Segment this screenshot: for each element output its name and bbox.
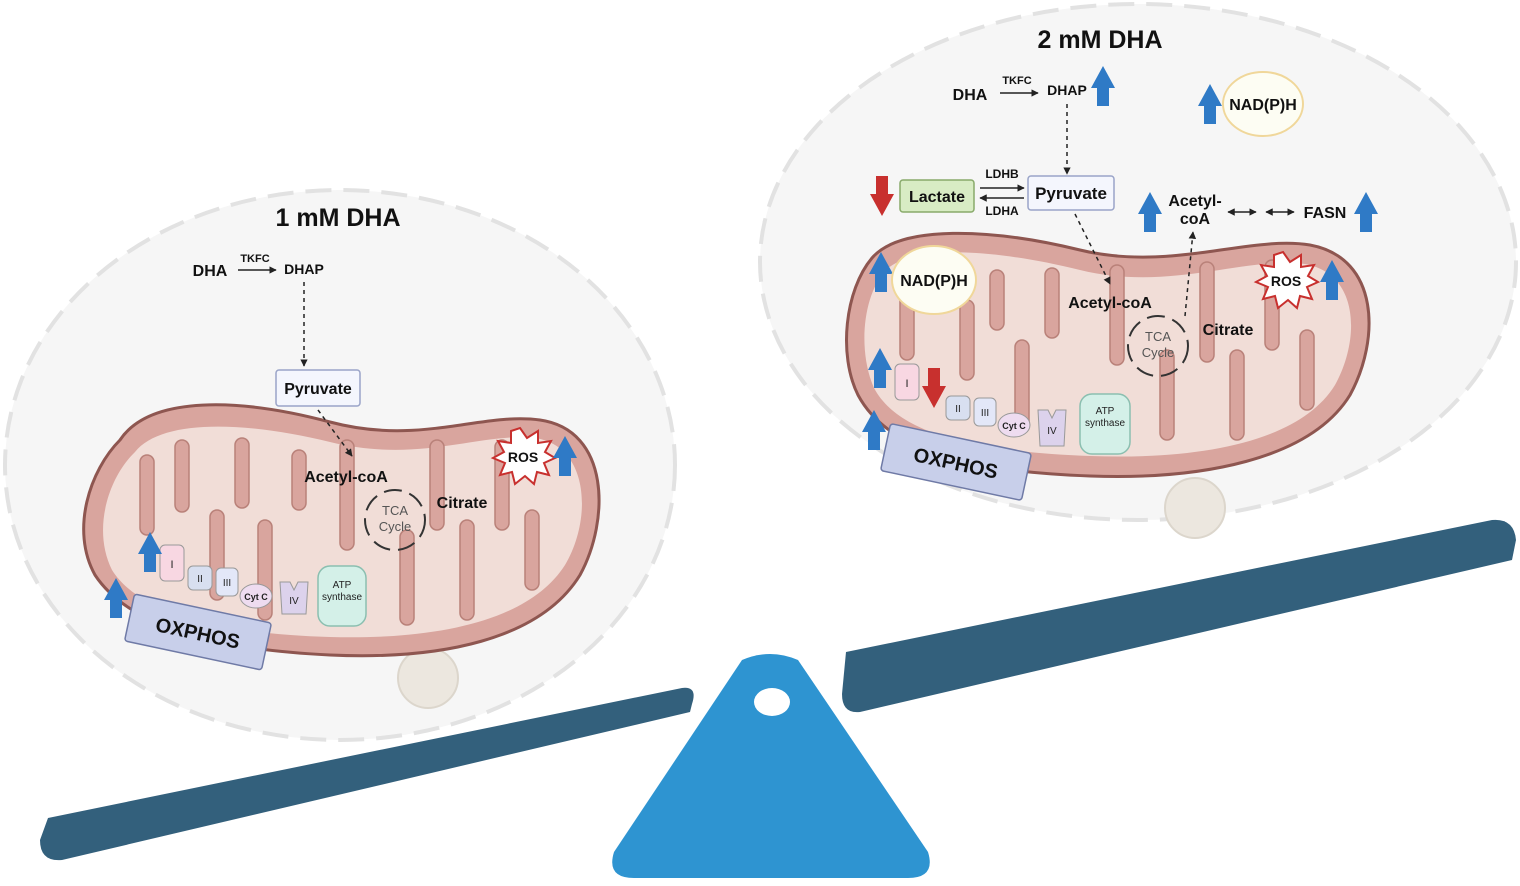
left-cyt-c-label: Cyt C [244,592,268,602]
right-tca-line2: Cycle [1142,345,1175,360]
left-etc: I II III Cyt C IV ATP synthase [159,544,367,627]
left-citrate-label: Citrate [437,495,488,512]
left-acetyl-coa-label: Acetyl-coA [304,469,388,486]
right-pyruvate-label: Pyruvate [1035,184,1107,203]
left-complex-2 [187,565,213,591]
right-complex-2 [945,395,971,421]
right-oxphos-box: OXPHOS [880,423,1032,501]
left-tca-cycle: TCA Cycle [364,489,426,551]
left-complex-3-label: III [223,578,231,589]
right-etc: I II III Cyt C IV ATP synthase [894,363,1131,455]
right-complex-1 [894,363,920,401]
right-acetyl-cyto-line2: coA [1180,211,1211,228]
right-tkfc-label: TKFC [1002,75,1031,87]
left-pyruvate-box [275,369,361,407]
left-tca-line2: Cycle [379,519,412,534]
seesaw-beam-left [40,687,694,861]
right-cyt-c [997,412,1031,438]
right-atp-line1: ATP [1096,406,1115,417]
right-cell: 2 mM DHA DHA TKFC DHAP NAD(P)H Lactate L… [758,2,1518,539]
left-cell: 1 mM DHA DHA TKFC DHAP Pyruvate [3,188,677,742]
left-title: 1 mM DHA [275,204,400,232]
left-complex-1 [159,544,185,582]
right-lactate-box [899,179,975,213]
right-ros-burst: ROS [1253,250,1321,310]
right-acetyl-cyto-line1: Acetyl- [1168,193,1221,210]
seesaw [40,519,1516,878]
right-title: 2 mM DHA [1037,26,1162,54]
left-complex-3 [215,567,239,597]
right-nadph-top-ellipse [1222,71,1304,137]
seesaw-beam-right [842,519,1516,713]
left-oxphos-box: OXPHOS [124,593,272,671]
left-ros-label: ROS [508,449,538,465]
right-citrate-label: Citrate [1203,322,1254,339]
right-complex-4 [1037,409,1067,447]
right-pyruvate-to-acetyl-arrow [1074,213,1111,285]
right-complex-3 [973,397,997,427]
seesaw-fulcrum [612,654,930,878]
left-atp-line2: synthase [322,592,362,603]
right-complex-1-label: I [905,378,908,390]
right-lactate-label: Lactate [909,189,965,206]
right-tca-line1: TCA [1145,329,1171,344]
left-tca-line1: TCA [382,503,408,518]
right-ldha-label: LDHA [985,204,1019,218]
left-cyt-c [239,583,273,609]
left-complex-1-label: I [170,559,173,571]
right-dha-label: DHA [953,87,988,104]
right-acetyl-coa-label: Acetyl-coA [1068,295,1152,312]
left-dhap-label: DHAP [284,261,324,277]
right-citrate-to-acetyl-arrow [1184,231,1197,317]
left-complex-2-label: II [197,574,203,585]
left-nucleus [397,647,459,709]
left-complex-4-label: IV [289,596,299,607]
fulcrum-hole [754,688,790,716]
right-dhap-label: DHAP [1047,82,1087,98]
right-atp-line2: synthase [1085,418,1125,429]
left-pyruvate-label: Pyruvate [284,381,352,398]
right-ros-label: ROS [1271,273,1301,289]
right-tca-cycle: TCA Cycle [1127,315,1189,377]
right-nadph-mito-label: NAD(P)H [900,273,968,290]
left-atp-synthase [317,565,367,627]
right-ldhb-label: LDHB [985,167,1019,181]
right-nucleus [1164,477,1226,539]
left-atp-line1: ATP [333,580,352,591]
right-cyt-c-label: Cyt C [1002,421,1026,431]
left-complex-4 [279,581,309,615]
right-complex-2-label: II [955,404,961,415]
right-complex-3-label: III [981,408,989,419]
right-pyruvate-box [1027,175,1115,211]
left-tkfc-label: TKFC [240,253,269,265]
left-ros-burst: ROS [490,426,558,486]
right-atp-synthase [1079,393,1131,455]
right-nadph-top-label: NAD(P)H [1229,97,1297,114]
right-nadph-mito-ellipse [891,245,977,315]
right-fasn-label: FASN [1304,205,1347,222]
left-dha-label: DHA [193,263,228,280]
left-pyruvate-to-acetyl-arrow [317,409,353,457]
right-complex-4-label: IV [1047,426,1057,437]
